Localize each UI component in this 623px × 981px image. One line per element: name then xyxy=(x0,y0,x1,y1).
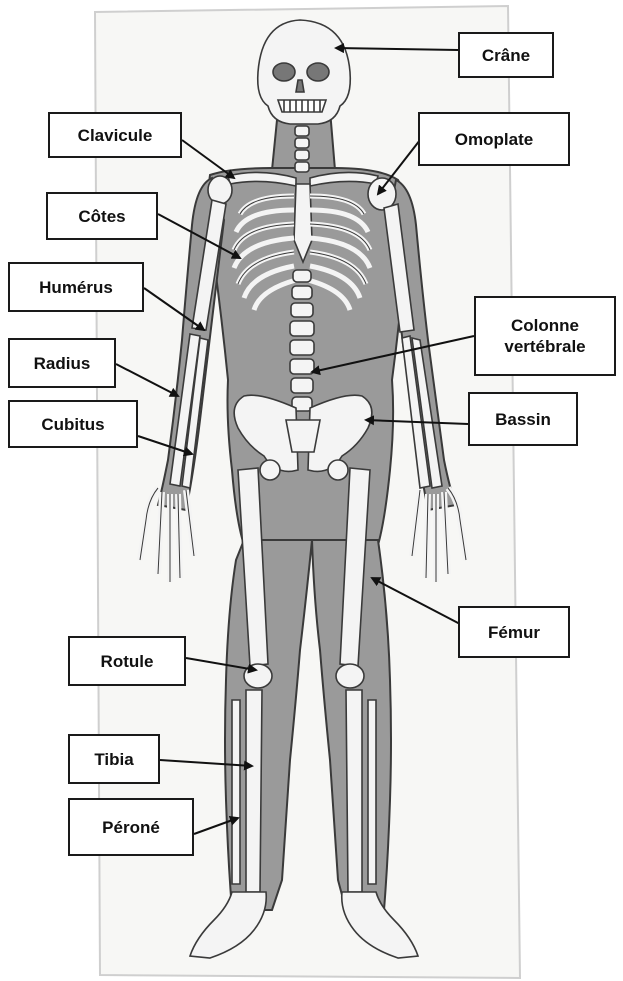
label-radius-text: Radius xyxy=(34,353,91,374)
label-rotule-text: Rotule xyxy=(101,651,154,672)
label-radius: Radius xyxy=(8,338,116,388)
label-cotes-text: Côtes xyxy=(78,206,125,227)
label-clavicule-text: Clavicule xyxy=(78,125,153,146)
label-tibia-text: Tibia xyxy=(94,749,133,770)
label-omoplate: Omoplate xyxy=(418,112,570,166)
tibia-bone xyxy=(246,690,262,892)
label-bassin-text: Bassin xyxy=(495,409,551,430)
label-femur-text: Fémur xyxy=(488,622,540,643)
label-crane: Crâne xyxy=(458,32,554,78)
label-cotes: Côtes xyxy=(46,192,158,240)
label-humerus: Humérus xyxy=(8,262,144,312)
spine xyxy=(290,270,314,411)
patella-bone xyxy=(244,664,272,688)
label-cubitus-text: Cubitus xyxy=(41,414,104,435)
label-clavicule: Clavicule xyxy=(48,112,182,158)
label-cubitus: Cubitus xyxy=(8,400,138,448)
label-tibia: Tibia xyxy=(68,734,160,784)
label-colonne-line1: Colonne xyxy=(511,315,579,336)
label-bassin: Bassin xyxy=(468,392,578,446)
fibula-bone xyxy=(232,700,240,884)
label-humerus-text: Humérus xyxy=(39,277,113,298)
skull xyxy=(258,20,351,124)
label-omoplate-text: Omoplate xyxy=(455,129,533,150)
label-perone: Péroné xyxy=(68,798,194,856)
label-colonne: Colonne vertébrale xyxy=(474,296,616,376)
label-femur: Fémur xyxy=(458,606,570,658)
label-perone-text: Péroné xyxy=(102,817,160,838)
label-crane-text: Crâne xyxy=(482,45,530,66)
label-colonne-line2: vertébrale xyxy=(504,336,585,357)
label-rotule: Rotule xyxy=(68,636,186,686)
